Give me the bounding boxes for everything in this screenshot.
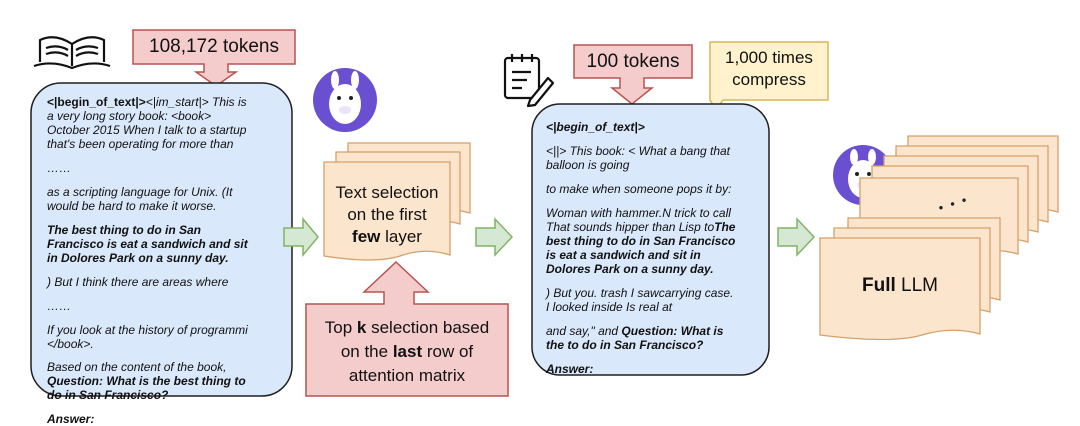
topk-pre2: on the [340,342,393,361]
doc-line: a very long story book: <book> [47,109,212,123]
doc-ellipsis: …… [47,299,71,313]
arrow-3 [777,217,816,257]
question-line: Question: What is the best thing to [47,374,246,388]
doc-line: I looked inside Is real at [546,300,673,314]
topk-line: attention matrix [348,366,466,385]
needle-line: best thing to do in San Francisco [546,234,736,248]
text-selection-stack [323,142,471,261]
stack-bold: few [352,227,381,246]
doc-line: If you look at the history of programmi [47,323,248,337]
doc-line: balloon is going [546,158,630,172]
topk-bold2: last [392,342,423,361]
begin-of-text-token: <|begin_of_text|> [47,95,146,109]
needle-line: Dolores Park on a sunny day. [546,262,714,276]
right-token-callout [573,44,693,105]
doc-line: That sounds hipper than Lisp toThe [546,220,764,234]
text-selection-label: Text selection on the first few layer [326,182,448,248]
doc-line: ) But I think there are areas where [47,275,229,289]
topk-callout [305,260,509,397]
topk-line: Top k selection based [306,316,508,340]
stack-line: on the first [347,205,427,224]
topk-label: Top k selection based on the last row of… [306,316,508,388]
begin-of-text-token: <|begin_of_text|> [546,120,645,134]
diagram-canvas [30,29,1059,397]
answer-label: Answer: [546,362,594,376]
llama-icon [313,68,377,132]
stack-line: Text selection [335,183,439,202]
notepad-icon [503,54,555,108]
needle-line: is eat a sandwich and sit in [546,248,701,262]
question-line: the to do in San Francisco? [546,338,704,352]
left-document-text: <|begin_of_text|><|im_start|> This is a … [47,95,283,426]
right-token-label: 100 tokens [586,51,680,72]
doc-line: would be hard to make it worse. [47,199,217,213]
needle-line: The best thing to do in San [47,223,201,237]
doc-line: to make when someone pops it by: [546,182,732,196]
question-start: Question: What is [621,324,724,338]
topk-post2: row of [422,342,474,361]
compress-label: 1,000 times compress [710,47,828,91]
topk-line: on the last row of [306,340,508,364]
book-icon [33,36,111,70]
arrow-1 [283,216,319,258]
full-llm-rest: LLM [895,275,939,296]
right-document-text: <|begin_of_text|> <||> This book: < What… [546,120,764,376]
doc-line: <||> This book: < What a bang that [546,144,731,158]
stack-tail: layer [380,227,422,246]
left-token-label: 108,172 tokens [149,36,279,57]
needle-line: Francisco is eat a sandwich and sit [47,237,248,251]
left-token-callout [132,29,296,87]
doc-line: <|im_start|> This is [145,95,247,109]
arrow-2 [475,217,514,257]
answer-label: Answer: [47,412,95,426]
doc-line: </book>. [47,337,94,351]
doc-line: ) But you. trash I sawcarrying case. [546,286,734,300]
full-llm-bold: Full [861,275,896,296]
needle-line: in Dolores Park on a sunny day. [47,251,229,265]
doc-line-pre: and say," and [546,324,622,338]
topk-bold: k [356,318,367,337]
stack-line: few layer [326,226,448,248]
doc-line: and say," and Question: What is [546,324,764,338]
question-line: do in San Francisco? [47,388,169,402]
compress-callout [709,41,829,112]
needle-start: The [714,220,736,234]
full-llm-label: Full LLM [820,275,980,297]
topk-post: selection based [366,318,490,337]
full-llm-stack [819,135,1059,341]
right-document-box [531,103,770,376]
topk-pre: Top [324,318,357,337]
doc-line: as a scripting language for Unix. (It [47,185,233,199]
doc-line: Woman with hammer.N trick to call [546,206,731,220]
doc-line: Based on the content of the book, [47,360,227,374]
doc-line: October 2015 When I talk to a startup [47,123,247,137]
doc-line-pre: That sounds hipper than Lisp to [546,220,715,234]
doc-ellipsis: …… [47,161,71,175]
compress-line: compress [732,70,806,89]
compress-line: 1,000 times [725,48,813,67]
doc-line: that's been operating for more than [47,137,234,151]
